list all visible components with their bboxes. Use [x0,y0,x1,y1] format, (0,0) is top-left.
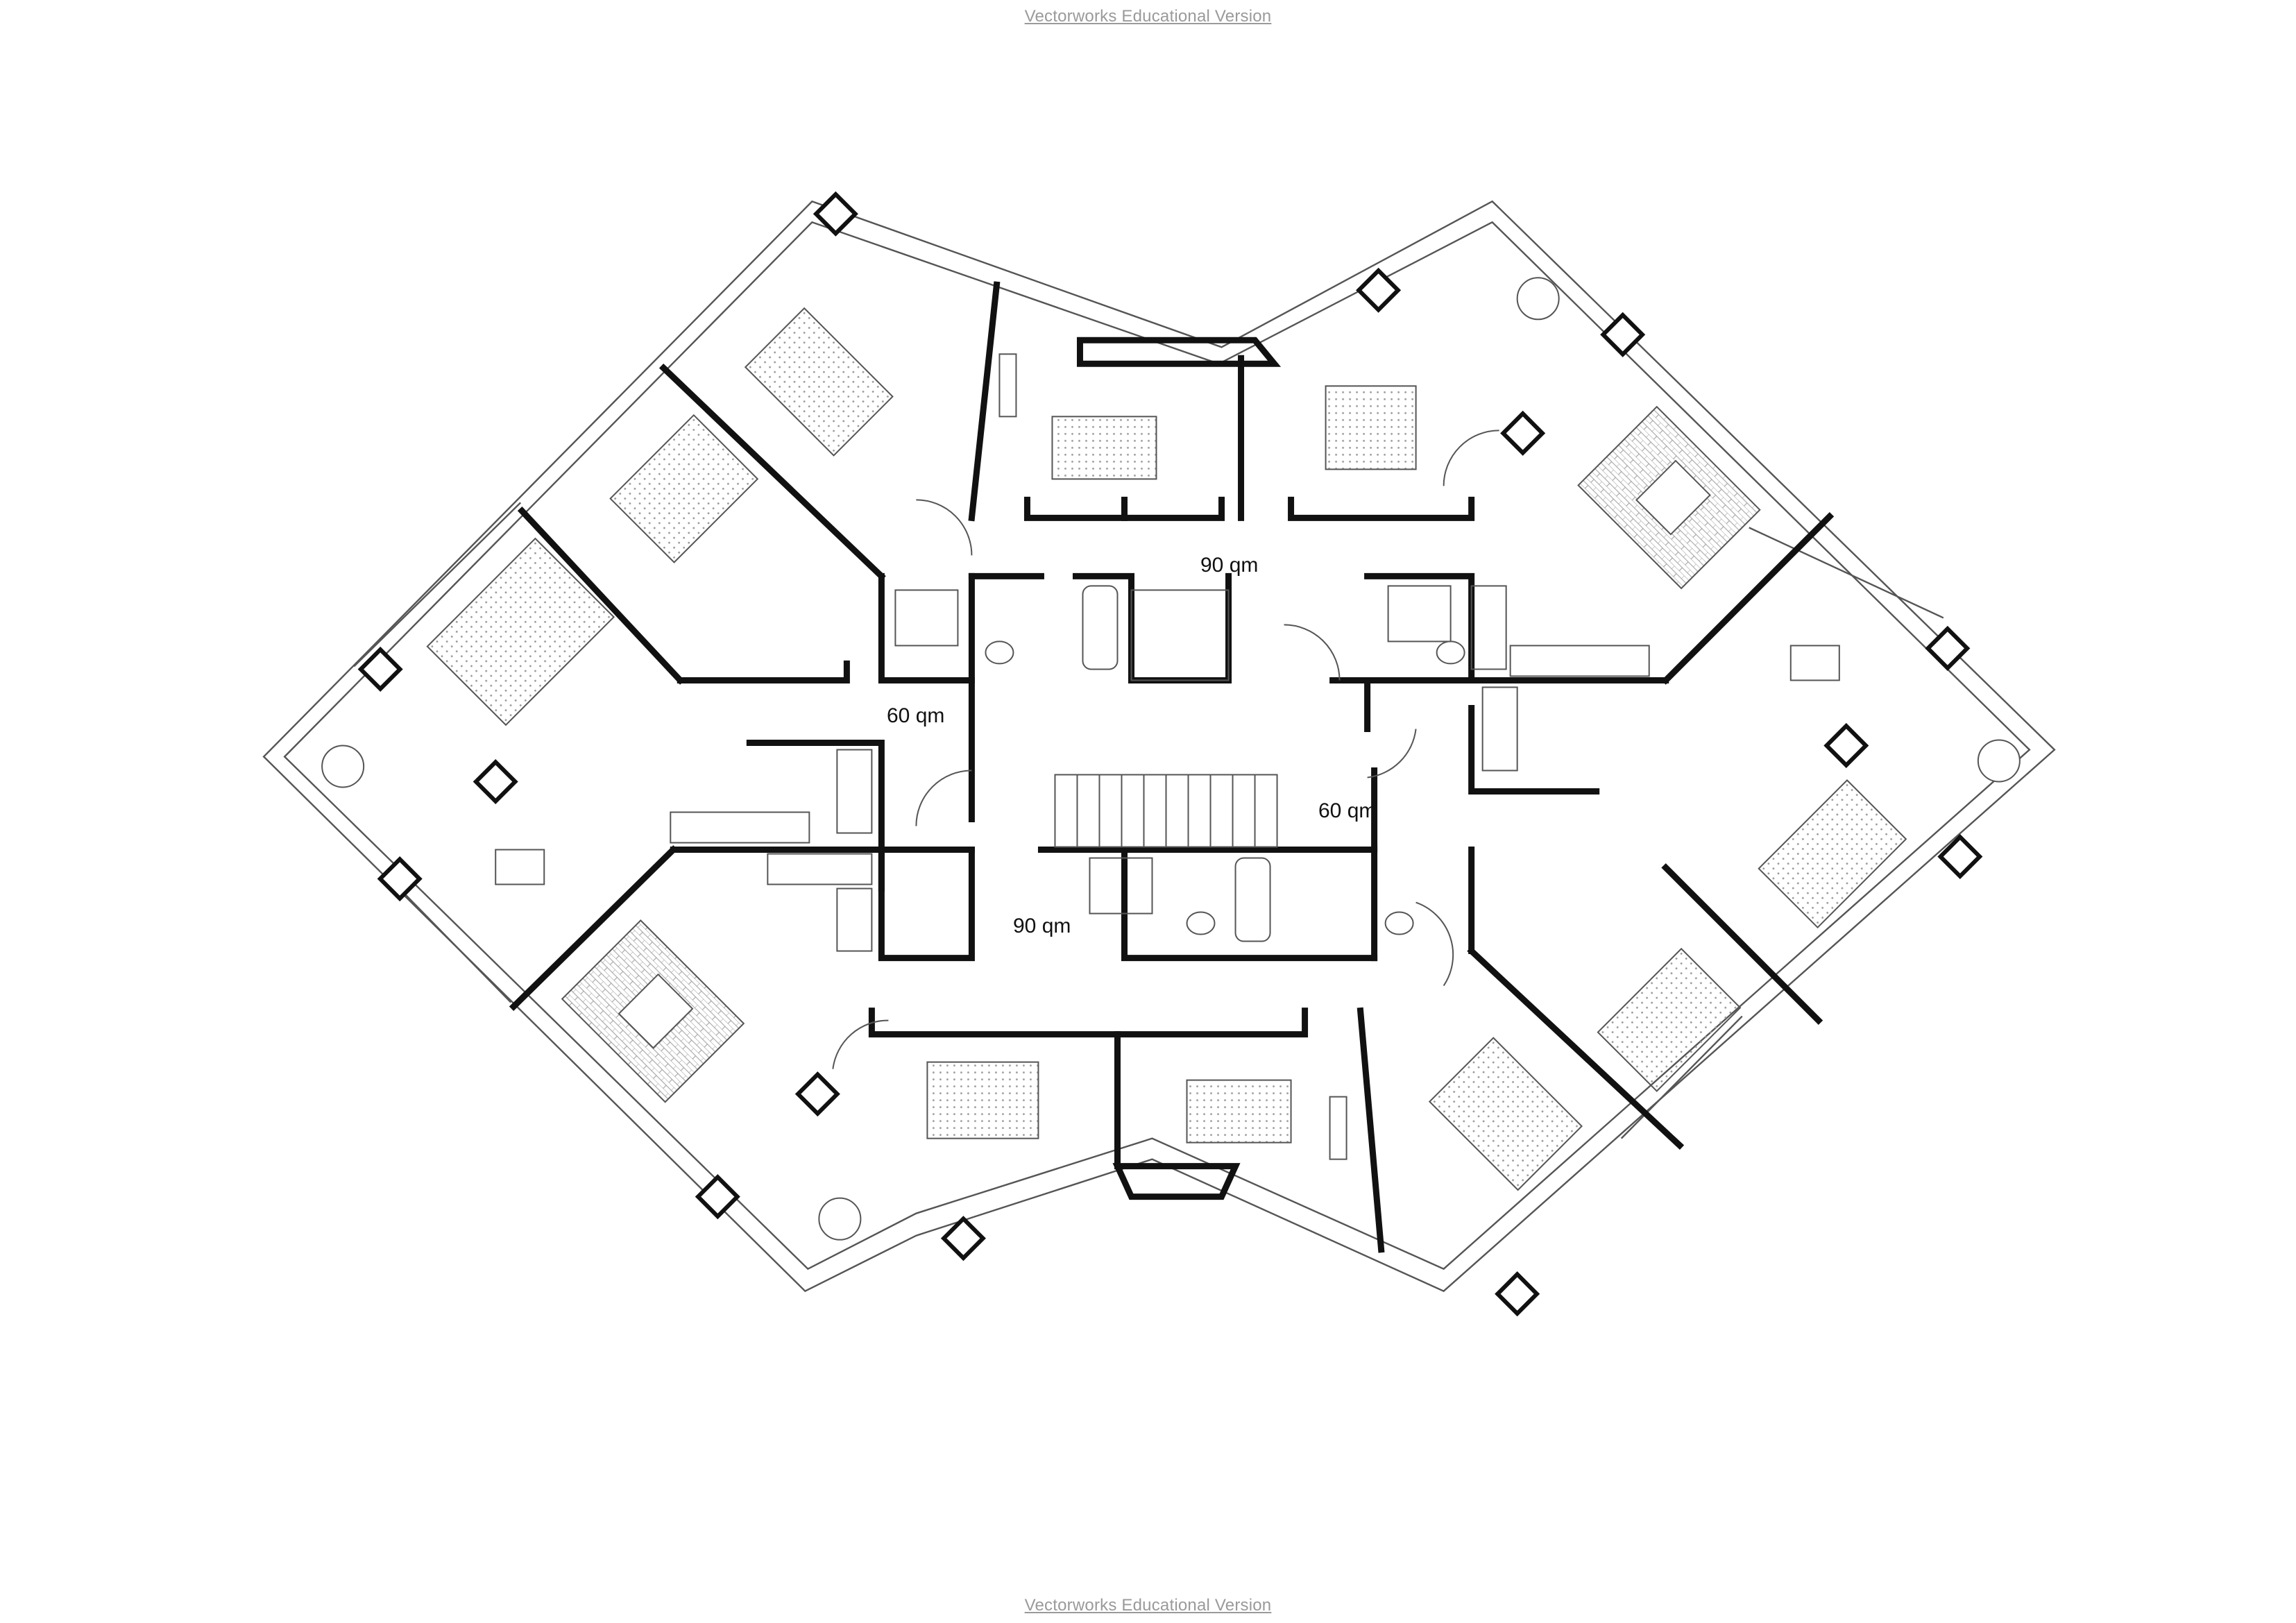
door-swings [832,430,1499,1069]
walls [509,281,1835,1253]
dining-rugs [561,405,1761,1103]
tables [321,277,2021,1241]
unit-area-label: 60 qm [1318,799,1377,822]
kitchen-counters [670,585,1650,952]
stair [1054,774,1278,848]
unit-area-label: 60 qm [887,704,945,727]
unit-area-label: 90 qm [1200,554,1259,577]
watermark-top: Vectorworks Educational Version [1024,7,1272,26]
sanitary-fixtures [894,585,1465,942]
unit-area-label: 90 qm [1013,915,1071,937]
columns [357,191,1983,1317]
watermark-bottom: Vectorworks Educational Version [1024,1596,1272,1615]
furniture-upholstered [426,307,1907,1191]
